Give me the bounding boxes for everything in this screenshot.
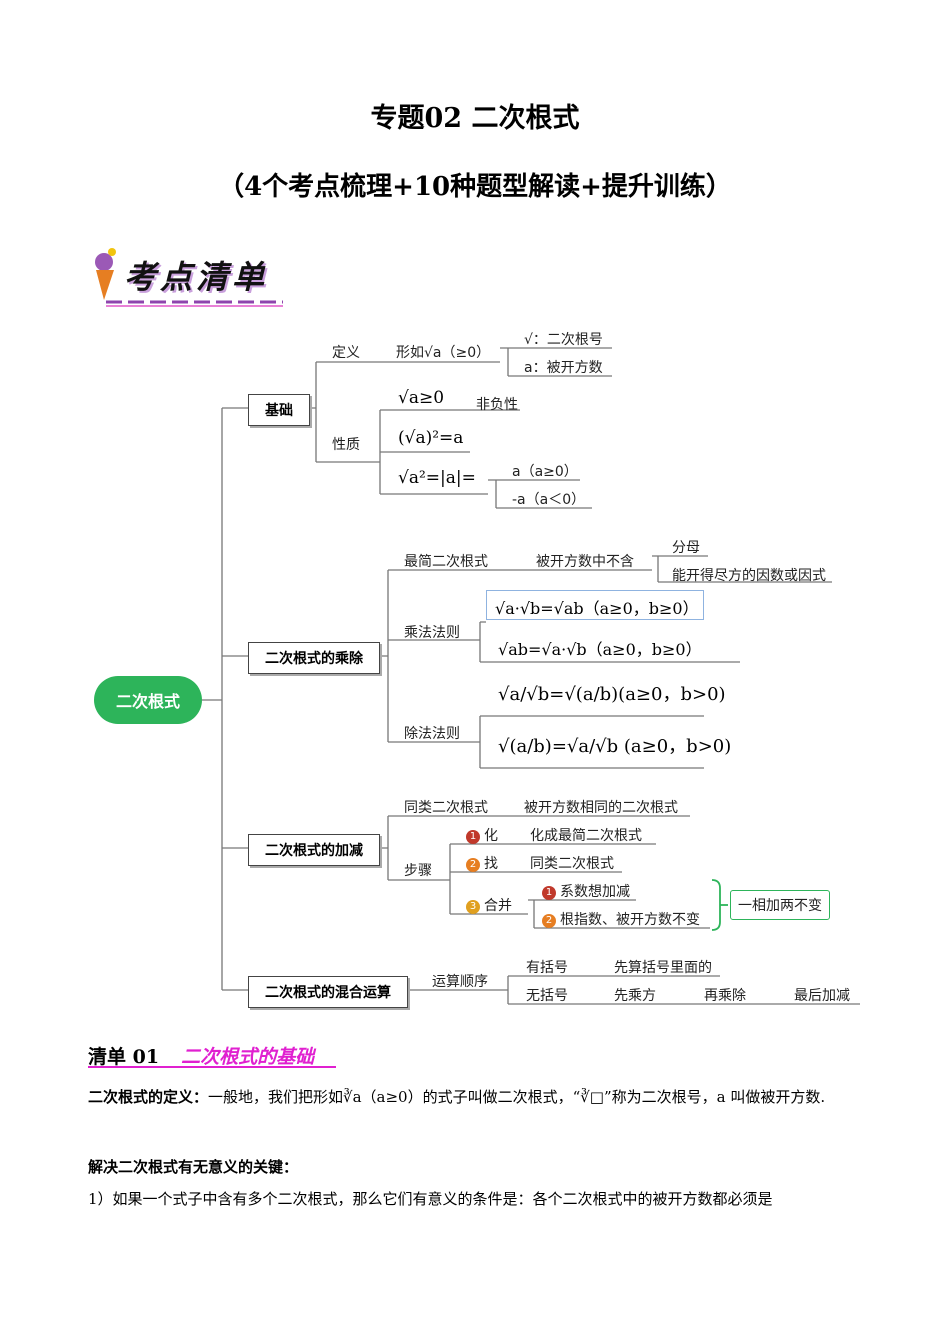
formula-m1: √a·√b=√ab（a≥0，b≥0） <box>486 590 704 620</box>
section-heading: 清单 01 二次根式的基础 <box>88 1042 314 1069</box>
formula-d2: √(a/b)=√a/√b (a≥0，b>0) <box>498 736 732 757</box>
label-nb3: 最后加减 <box>794 988 850 1004</box>
node-chengchu: 二次根式的乘除 <box>248 642 380 674</box>
step-3a-label: 系数想加减 <box>560 884 630 900</box>
label-no-contain: 被开方数中不含 <box>536 554 634 570</box>
mindmap-lines <box>202 347 860 1005</box>
banner: 考点清单 <box>88 240 288 308</box>
label-definition: 定义 <box>332 345 360 361</box>
step-3a: 1 系数想加减 <box>542 881 630 901</box>
label-sqrt-sign: √：二次根号 <box>524 332 603 348</box>
label-p3a: a（a≥0） <box>512 464 578 480</box>
mascot-icon <box>95 248 283 307</box>
label-nb2: 再乘除 <box>704 988 746 1004</box>
mindmap-root: 二次根式 <box>94 676 202 724</box>
page-subtitle: （4个考点梳理+10种题型解读+提升训练） <box>218 172 732 202</box>
label-nonneg: 非负性 <box>476 397 518 413</box>
node-hunhe: 二次根式的混合运算 <box>248 976 408 1008</box>
step-3b-label: 根指数、被开方数不变 <box>560 912 700 928</box>
label-with-bracket: 有括号 <box>526 960 568 976</box>
formula-p3: √a²=|a|= <box>398 468 476 488</box>
number-3-icon: 3 <box>466 900 480 914</box>
label-denominator: 分母 <box>672 540 700 556</box>
label-simplest: 最简二次根式 <box>404 554 488 570</box>
step-1-desc: 化成最简二次根式 <box>530 828 642 844</box>
list-item: 1）如果一个式子中含有多个二次根式，那么它们有意义的条件是：各个二次根式中的被开… <box>88 1190 773 1208</box>
step-3-label: 合并 <box>484 898 512 914</box>
label-nb1: 先乘方 <box>614 988 656 1004</box>
label-div-rule: 除法法则 <box>404 726 460 742</box>
number-1-icon: 1 <box>542 886 556 900</box>
number-2-icon: 2 <box>542 914 556 928</box>
label-form: 形如√a（≥0） <box>396 345 491 361</box>
label-factor: 能开得尽方的因数或因式 <box>672 568 826 584</box>
section-underline <box>88 1066 336 1068</box>
step-1-label: 化 <box>484 828 498 844</box>
label-order: 运算顺序 <box>432 974 488 990</box>
formula-p1: √a≥0 <box>398 388 445 408</box>
banner-text: 考点清单 <box>124 258 269 296</box>
label-same-type: 同类二次根式 <box>404 800 488 816</box>
number-1-icon: 1 <box>466 830 480 844</box>
label-p3b: -a（a＜0） <box>512 492 586 508</box>
definition-label: 二次根式的定义： <box>88 1088 209 1106</box>
key-heading: 解决二次根式有无意义的关键： <box>88 1158 299 1176</box>
label-same-type-def: 被开方数相同的二次根式 <box>524 800 678 816</box>
formula-p2: (√a)²=a <box>398 428 464 448</box>
node-jiajian: 二次根式的加减 <box>248 834 380 866</box>
label-radicand: a：被开方数 <box>524 360 603 376</box>
section-number: 清单 01 <box>88 1046 160 1068</box>
formula-d1: √a/√b=√(a/b)(a≥0，b>0) <box>498 684 726 705</box>
label-steps: 步骤 <box>404 863 432 879</box>
step-2-desc: 同类二次根式 <box>530 856 614 872</box>
label-mult-rule: 乘法法则 <box>404 625 460 641</box>
step-3: 3 合并 <box>466 895 512 915</box>
definition-paragraph: 二次根式的定义：一般地，我们把形如∛a（a≥0）的式子叫做二次根式，“∛□”称为… <box>88 1080 868 1114</box>
label-property: 性质 <box>332 437 360 453</box>
page-title: 专题02 二次根式 <box>370 103 580 134</box>
definition-text: 一般地，我们把形如∛a（a≥0）的式子叫做二次根式，“∛□”称为二次根号，a 叫… <box>208 1088 826 1106</box>
summary-box: 一相加两不变 <box>730 890 830 920</box>
label-with-bracket-desc: 先算括号里面的 <box>614 960 712 976</box>
step-2-label: 找 <box>484 856 498 872</box>
number-2-icon: 2 <box>466 858 480 872</box>
step-3b: 2 根指数、被开方数不变 <box>542 909 700 929</box>
label-no-bracket: 无括号 <box>526 988 568 1004</box>
node-jichu: 基础 <box>248 394 310 426</box>
section-title: 二次根式的基础 <box>181 1046 315 1068</box>
formula-m2: √ab=√a·√b（a≥0，b≥0） <box>498 640 702 659</box>
